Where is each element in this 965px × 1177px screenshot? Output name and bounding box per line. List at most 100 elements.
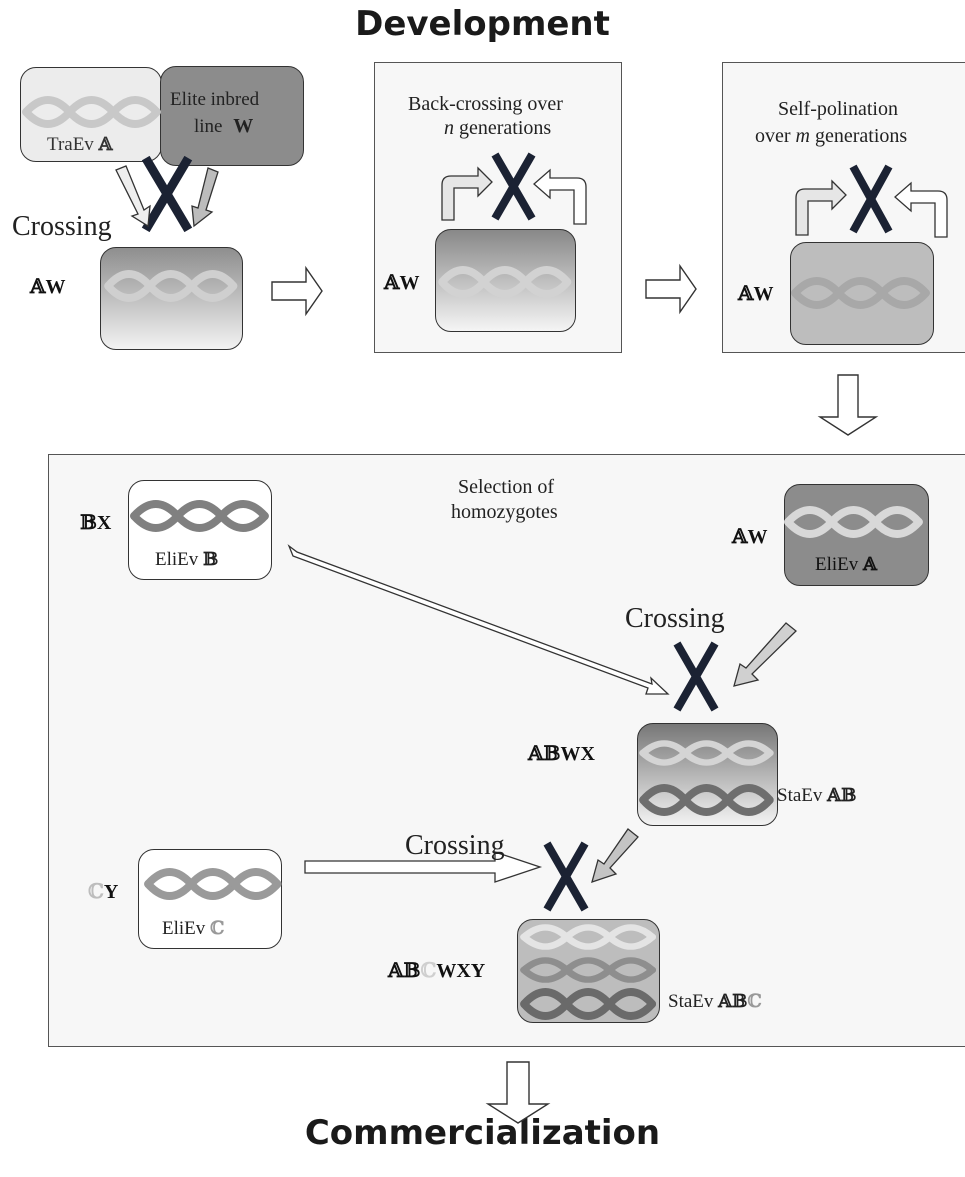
abcwxy-b-letter: 𝔹 <box>403 958 421 982</box>
selection-heading-line1: Selection of <box>458 476 555 498</box>
label-backcross-aw: 𝔸W <box>384 271 420 294</box>
selection-heading-line2: homozygotes <box>451 501 558 523</box>
title-commercialization: Commercialization <box>304 1113 661 1153</box>
staev-abc-letter-c: ℂ <box>747 991 762 1012</box>
title-development: Development <box>355 4 610 44</box>
x-mark-stage1 <box>141 155 193 233</box>
cy-c-letter: ℂ <box>88 879 104 903</box>
eliev-b-letter: 𝔹 <box>203 549 219 570</box>
helix-hybrid-aw <box>108 274 234 298</box>
backcross-w-letter: W <box>399 272 420 294</box>
helix-staev-abc-mid <box>524 960 652 979</box>
elite-w-letter: W <box>233 115 254 137</box>
arrow-stage2-to-stage3 <box>645 263 697 315</box>
backcross-generations: generations <box>454 117 552 139</box>
selfpol-var: m <box>795 125 810 147</box>
backcross-var: n <box>444 117 454 139</box>
loop-arrow-backcross-right <box>533 168 587 225</box>
label-abcwxy: 𝔸𝔹ℂWXY <box>388 959 485 982</box>
arrow-traev-to-cross <box>115 165 151 228</box>
loop-arrow-selfpol-left <box>795 179 847 236</box>
label-elite-line1: Elite inbred <box>170 89 260 110</box>
elite-line-word: line <box>194 116 223 137</box>
staev-ab-letter-b: 𝔹 <box>841 785 857 806</box>
backcross-text-line2: n generations <box>444 117 551 139</box>
staev-abc-name: StaEv 𝔸𝔹ℂ <box>668 991 762 1013</box>
helix-eliev-a <box>788 510 919 534</box>
selfpol-a-letter: 𝔸 <box>738 281 754 305</box>
selfpol-over: over <box>755 125 796 147</box>
abcwxy-rest: WXY <box>436 960 486 982</box>
staev-ab-letter-a: 𝔸 <box>827 785 842 806</box>
traev-letter: 𝔸 <box>98 134 113 155</box>
arrow-selection-to-commercial <box>485 1061 551 1124</box>
staev-abc-word: StaEv <box>668 991 714 1012</box>
box-selfpol-aw <box>790 242 934 345</box>
x-mark-selection-1 <box>673 641 719 712</box>
crossing-label-stage1: Crossing <box>12 211 112 242</box>
sel-aw-a-letter: 𝔸 <box>732 524 748 548</box>
aw-a-letter: 𝔸 <box>30 274 46 298</box>
backcross-text-line1: Back-crossing over <box>408 93 563 115</box>
abcwxy-c-letter: ℂ <box>420 958 437 982</box>
traev-name: TraEv <box>47 134 94 155</box>
eliev-a-name: EliEv 𝔸 <box>815 554 877 576</box>
staev-abc-letter-a: 𝔸 <box>718 991 733 1012</box>
eliev-c-word: EliEv <box>162 918 206 939</box>
label-abwx: 𝔸𝔹WX <box>528 742 595 765</box>
bx-x-letter: X <box>96 512 112 534</box>
box-staev-abc <box>517 919 660 1023</box>
selfpol-text-line2: over m generations <box>755 125 907 147</box>
arrow-elievb-to-cross <box>287 544 670 695</box>
arrow-stage1-to-stage2 <box>271 265 323 317</box>
sel-aw-w-letter: W <box>747 526 768 548</box>
crossing-label-selection-1: Crossing <box>625 603 725 634</box>
eliev-a-letter: 𝔸 <box>863 554 877 575</box>
arrow-staevab-to-cross <box>591 828 639 884</box>
label-cy: ℂY <box>88 880 118 903</box>
loop-arrow-selfpol-right <box>894 181 948 238</box>
eliev-a-word: EliEv <box>815 554 859 575</box>
eliev-c-letter: ℂ <box>210 918 225 939</box>
x-mark-selection-2 <box>543 841 589 912</box>
staev-ab-name: StaEv 𝔸𝔹 <box>777 785 857 807</box>
label-hybrid-aw: 𝔸W <box>30 275 66 298</box>
abwx-a-letter: 𝔸 <box>528 741 544 765</box>
selfpol-generations: generations <box>810 125 908 147</box>
bx-b-letter: 𝔹 <box>80 510 97 534</box>
arrow-elievc-to-cross <box>304 851 543 883</box>
helix-eliev-b <box>134 504 265 528</box>
backcross-a-letter: 𝔸 <box>384 270 400 294</box>
abwx-rest: WX <box>560 743 595 765</box>
arrow-stage3-to-selection <box>817 374 879 436</box>
abwx-b-letter: 𝔹 <box>543 741 561 765</box>
helix-selfpol-aw <box>795 281 926 305</box>
x-mark-backcross <box>491 152 536 221</box>
helix-eliev-c <box>148 872 278 896</box>
arrow-elieva-to-cross <box>733 622 797 687</box>
staev-abc-letter-b: 𝔹 <box>732 991 748 1012</box>
loop-arrow-backcross-left <box>441 166 493 221</box>
eliev-b-name: EliEv 𝔹 <box>155 549 219 571</box>
helix-staev-abc-light <box>524 927 652 946</box>
crossing-label-selection-2: Crossing <box>405 830 505 861</box>
label-traev-a: TraEv 𝔸 <box>47 134 113 156</box>
x-mark-selfpol <box>849 164 893 234</box>
eliev-c-name: EliEv ℂ <box>162 918 225 940</box>
helix-traev-a <box>26 100 157 124</box>
cy-y-letter: Y <box>103 881 119 903</box>
label-elite-line2: line W <box>194 115 253 138</box>
eliev-b-word: EliEv <box>155 549 199 570</box>
helix-staev-ab-dark <box>643 788 770 812</box>
selfpol-text-line1: Self-polination <box>778 98 898 120</box>
helix-staev-ab-light <box>643 743 770 762</box>
box-elite-inbred-w <box>160 66 304 166</box>
box-backcross-aw <box>435 229 576 332</box>
helix-backcross-aw <box>442 270 568 294</box>
abcwxy-a-letter: 𝔸 <box>388 958 404 982</box>
label-bx: 𝔹X <box>80 511 111 534</box>
selfpol-w-letter: W <box>753 283 774 305</box>
label-selfpol-aw: 𝔸W <box>738 282 774 305</box>
label-aw-selection: 𝔸W <box>732 525 768 548</box>
